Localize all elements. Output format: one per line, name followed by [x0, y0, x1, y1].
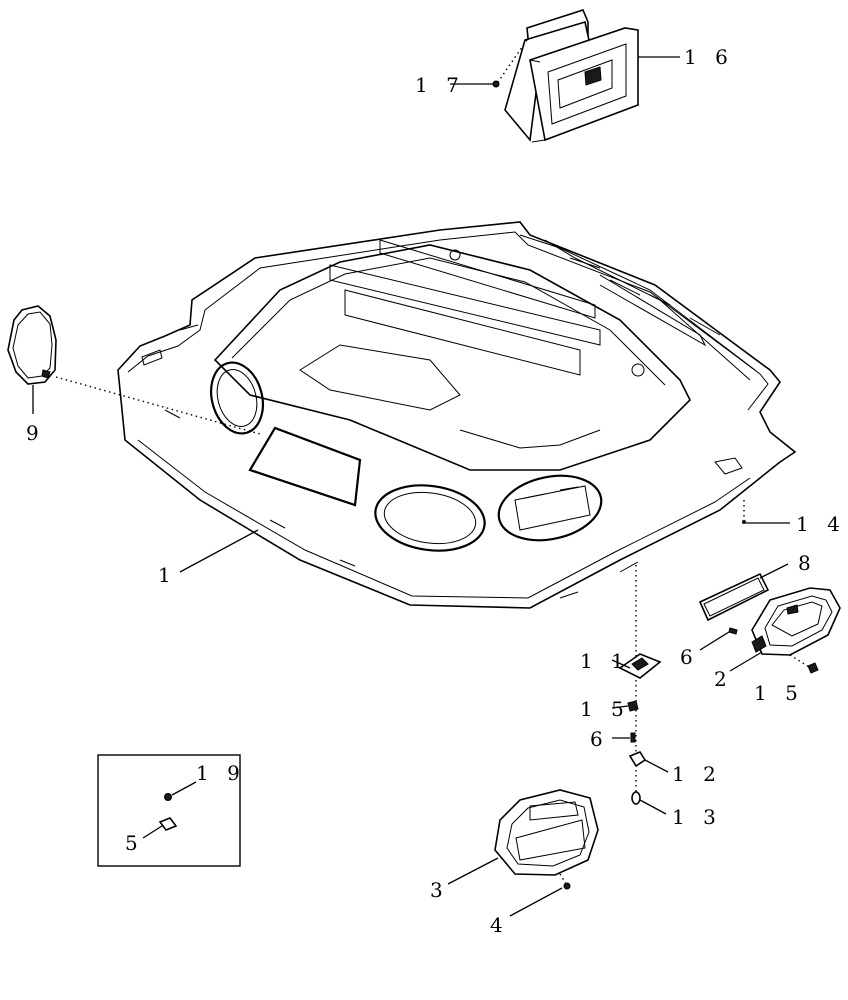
inset-detail-box — [97, 754, 241, 867]
part-1-headliner — [117, 221, 797, 609]
part-8-lens-plate — [698, 563, 789, 622]
callout-2: 2 — [714, 667, 733, 691]
callout-14: 1 4 — [796, 512, 846, 536]
part-2-dome-lamp — [699, 587, 841, 674]
callout-5: 5 — [125, 831, 144, 855]
callout-17: 1 7 — [415, 73, 465, 97]
callout-4: 4 — [490, 913, 509, 937]
fastener-stack — [611, 500, 790, 815]
callout-16: 1 6 — [684, 45, 734, 69]
part-16-duct-bracket — [492, 9, 639, 143]
callout-6-right: 6 — [680, 645, 699, 669]
callout-15-stack: 1 5 — [580, 697, 630, 721]
callout-12: 1 2 — [672, 762, 722, 786]
callout-15-right: 1 5 — [754, 681, 804, 705]
part-3-reading-lamp — [447, 789, 599, 917]
callout-9: 9 — [26, 421, 45, 445]
part-9-oval-cover — [7, 305, 261, 435]
callout-3: 3 — [430, 878, 449, 902]
callout-1: 1 — [158, 563, 177, 587]
callout-8: 8 — [798, 551, 817, 575]
callout-13: 1 3 — [672, 805, 722, 829]
callout-11: 1 1 — [580, 649, 630, 673]
callout-19: 1 9 — [196, 761, 246, 785]
callout-6-stack: 6 — [590, 727, 609, 751]
